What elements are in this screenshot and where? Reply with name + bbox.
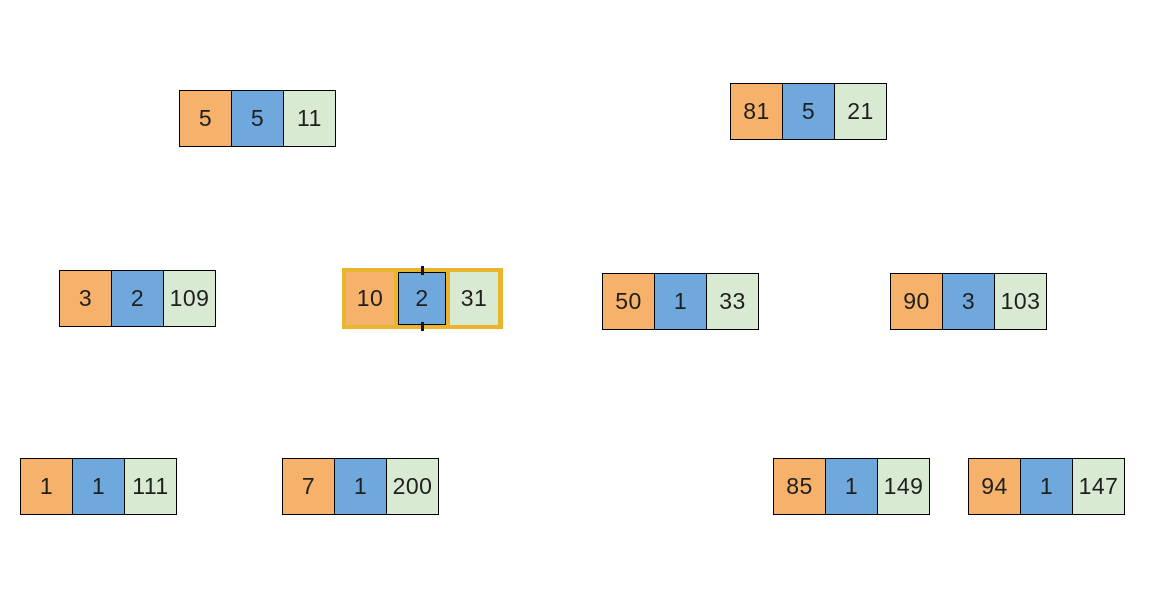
node-cell-left: 7: [282, 458, 335, 515]
node-cell-middle: 1: [654, 273, 707, 330]
tree-node: 7 1 200: [282, 458, 439, 515]
node-cell-middle: 1: [72, 458, 125, 515]
node-cell-left: 10: [346, 272, 394, 325]
node-cell-middle: 1: [825, 458, 878, 515]
node-cell-middle: 2: [398, 272, 446, 325]
node-cell-right: 31: [450, 272, 498, 325]
node-cell-right: 33: [706, 273, 759, 330]
node-cell-middle: 1: [334, 458, 387, 515]
tree-node: 3 2 109: [59, 270, 216, 327]
node-cell-right: 111: [124, 458, 177, 515]
connector-tick-top-icon: [421, 266, 424, 275]
tree-node: 10 2 31: [342, 266, 503, 331]
node-cell-left: 85: [773, 458, 826, 515]
node-cell-right: 103: [994, 273, 1047, 330]
tree-node: 81 5 21: [730, 83, 887, 140]
node-cell-right: 147: [1072, 458, 1125, 515]
node-cell-left: 3: [59, 270, 112, 327]
node-cell-left: 81: [730, 83, 783, 140]
node-cell-right: 109: [163, 270, 216, 327]
node-cell-middle: 1: [1020, 458, 1073, 515]
tree-node: 94 1 147: [968, 458, 1125, 515]
node-cell-middle: 3: [942, 273, 995, 330]
connector-tick-bottom-icon: [421, 322, 424, 331]
tree-node: 85 1 149: [773, 458, 930, 515]
tree-node: 50 1 33: [602, 273, 759, 330]
tree-node: 1 1 111: [20, 458, 177, 515]
node-cell-middle: 2: [111, 270, 164, 327]
node-cell-left: 94: [968, 458, 1021, 515]
node-cell-left: 50: [602, 273, 655, 330]
node-cell-left: 90: [890, 273, 943, 330]
node-cell-middle: 5: [782, 83, 835, 140]
node-cell-right: 149: [877, 458, 930, 515]
tree-node: 90 3 103: [890, 273, 1047, 330]
node-cell-middle: 5: [231, 90, 284, 147]
node-cell-right: 200: [386, 458, 439, 515]
node-cell-right: 21: [834, 83, 887, 140]
node-cell-right: 11: [283, 90, 336, 147]
node-cell-left: 1: [20, 458, 73, 515]
tree-node: 5 5 11: [179, 90, 336, 147]
node-cell-left: 5: [179, 90, 232, 147]
